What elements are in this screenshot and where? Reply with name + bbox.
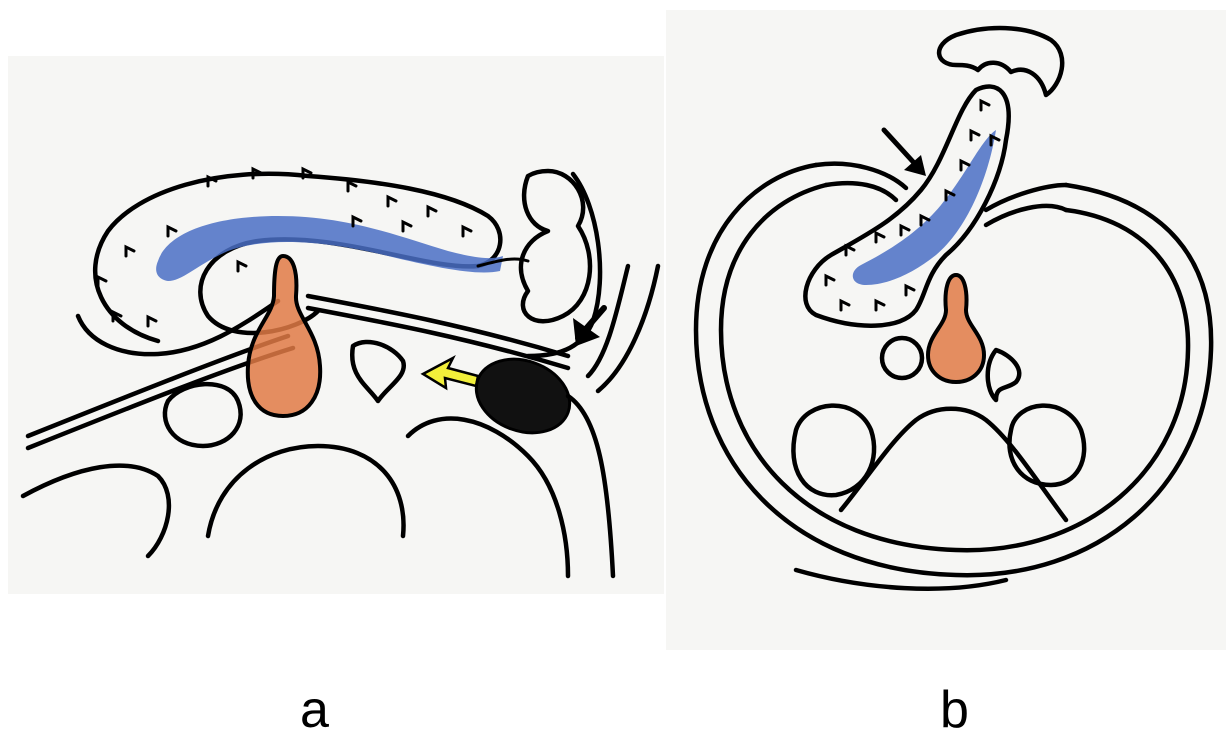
aorta (928, 275, 984, 382)
aorta (248, 256, 320, 416)
panel-a (8, 56, 664, 594)
parenchyma-ticks (826, 101, 999, 310)
crus-left (352, 342, 404, 401)
tumor-mass (466, 347, 580, 446)
fascia-line-3 (308, 296, 568, 356)
fascia-line-6 (598, 266, 658, 391)
bottom-curve-3 (408, 419, 568, 576)
panel-b-drawing (666, 10, 1226, 650)
bottom-curve-1 (23, 466, 169, 556)
small-vessel (882, 338, 922, 378)
duodenum (521, 171, 590, 321)
arrow-icon (884, 130, 916, 165)
pancreatic-duct (853, 130, 996, 285)
wall-line-1 (826, 183, 896, 200)
panel-a-label: a (300, 684, 329, 736)
panel-b-label: b (940, 684, 969, 736)
wall-line-3 (986, 206, 1066, 225)
crus-right (988, 350, 1020, 400)
yellow-arrow-icon (423, 358, 478, 388)
panel-b (666, 10, 1226, 650)
bottom-curve-4 (568, 396, 613, 576)
bottom-curve-2 (208, 446, 404, 536)
left-kidney (165, 384, 241, 446)
stomach (939, 28, 1062, 95)
base-line (796, 570, 1006, 589)
right-kidney (1009, 406, 1084, 485)
spine-outline (841, 409, 1066, 520)
panel-a-drawing (8, 56, 664, 594)
